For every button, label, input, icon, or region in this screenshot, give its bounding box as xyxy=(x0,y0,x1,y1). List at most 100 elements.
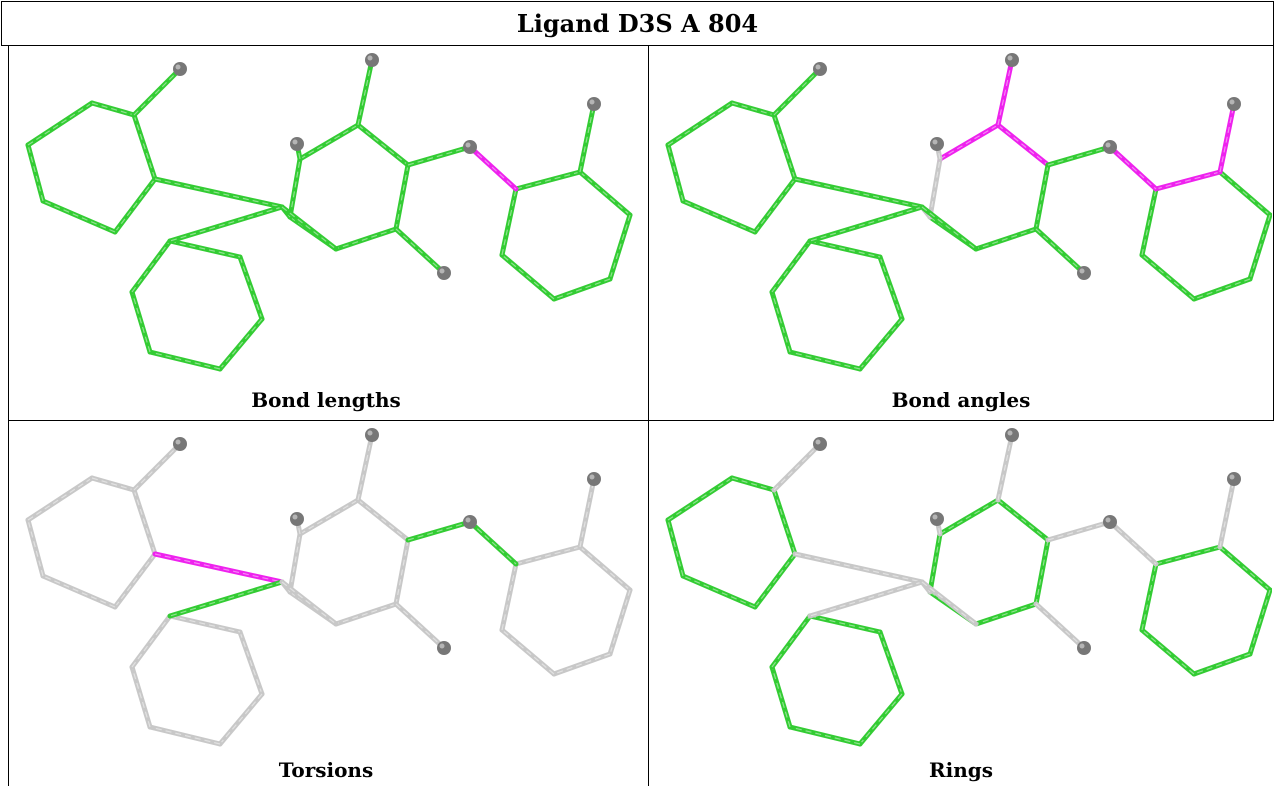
bond-highlight-B3-B4 xyxy=(149,726,221,745)
bond-C6-C1 xyxy=(937,122,1001,162)
atom-shine-Ch xyxy=(1007,55,1013,61)
bond-B3-B4 xyxy=(147,724,223,747)
bond-highlight-B4-B5 xyxy=(131,666,151,728)
atom-shine-Cl xyxy=(932,514,938,520)
bond-highlight-D6-D1 xyxy=(501,563,517,631)
atom-shine-Ch xyxy=(367,430,373,436)
bond-A6-A1 xyxy=(89,475,137,493)
bond-highlight-A1-A2 xyxy=(773,489,796,555)
atom-Cl xyxy=(930,137,944,151)
bond-highlight-C1-C2 xyxy=(357,124,409,166)
atom-O xyxy=(463,140,477,154)
atom-Cl xyxy=(930,512,944,526)
bond-D1-D2 xyxy=(1153,169,1223,192)
bond-A1-Bh xyxy=(131,441,183,493)
bond-highlight-D6-D1 xyxy=(1141,563,1157,631)
bond-C2-C3 xyxy=(1033,537,1051,607)
bond-D3-D4 xyxy=(1247,212,1272,282)
bond-D2-Dh xyxy=(577,476,597,550)
bond-highlight-Q-C4 xyxy=(281,581,337,625)
bond-D2-D3 xyxy=(1217,544,1272,593)
bond-A3-A4 xyxy=(40,573,118,610)
atom-shine-Cl xyxy=(932,139,938,145)
bond-B3-B4 xyxy=(787,349,863,372)
bond-A4-A5 xyxy=(25,142,46,204)
atom-Cm xyxy=(437,266,451,280)
bond-highlight-C1-C2 xyxy=(997,499,1049,541)
atom-shine-Dh xyxy=(1229,474,1235,480)
bond-C3-Cm xyxy=(393,601,447,651)
center-divider xyxy=(648,45,649,786)
bond-highlight-A1-A2 xyxy=(773,114,796,180)
atom-shine-Bh xyxy=(815,439,821,445)
bond-highlight-C6-C1 xyxy=(939,124,999,160)
panel-rings xyxy=(650,422,1272,784)
atom-shine-Bh xyxy=(175,439,181,445)
bond-highlight-C2-O xyxy=(407,146,471,166)
bond-highlight-A6-A1 xyxy=(731,477,775,491)
bond-highlight-D3-D4 xyxy=(1249,589,1271,655)
bond-highlight-D1-D2 xyxy=(1155,546,1221,565)
bond-highlight-D1-D2 xyxy=(515,546,581,565)
bond-highlight-A2-A3 xyxy=(754,553,796,608)
bond-O-D1 xyxy=(1107,519,1159,567)
bond-D4-D5 xyxy=(551,651,613,677)
bond-A2-Q xyxy=(152,176,285,210)
bond-highlight-C3-Cm xyxy=(395,603,445,649)
bond-highlight-D6-D1 xyxy=(501,188,517,256)
bond-highlight-O-D1 xyxy=(469,521,517,565)
atom-Dh xyxy=(1227,97,1241,111)
bond-D6-D1 xyxy=(1139,186,1159,258)
bond-highlight-B5-B6 xyxy=(131,615,171,668)
bond-highlight-C3-Cm xyxy=(1035,603,1085,649)
bond-highlight-C3-Cm xyxy=(1035,228,1085,274)
bond-D5-D6 xyxy=(1139,627,1197,677)
bond-highlight-B6-B1 xyxy=(809,240,881,258)
bond-A5-A6 xyxy=(665,475,735,523)
bond-B6-B1 xyxy=(807,238,883,260)
bond-B3-B4 xyxy=(147,349,223,372)
bond-B5-B6 xyxy=(129,613,173,670)
bond-B2-B3 xyxy=(217,691,265,747)
bond-C2-O xyxy=(405,144,473,168)
bond-highlight-D2-D3 xyxy=(1219,546,1271,591)
atom-Ch xyxy=(365,53,379,67)
bond-highlight-B5-B6 xyxy=(771,615,811,668)
bond-highlight-D2-D3 xyxy=(579,171,631,216)
atom-shine-Cm xyxy=(1079,268,1085,274)
bond-highlight-D3-D4 xyxy=(609,589,631,655)
bond-O-D1 xyxy=(467,519,519,567)
bond-D3-D4 xyxy=(1247,587,1272,657)
bond-C5-C6 xyxy=(927,531,943,595)
bond-highlight-C6-C1 xyxy=(939,499,999,535)
bond-C3-C4 xyxy=(973,226,1039,252)
bond-Q-B6 xyxy=(807,579,925,619)
bond-highlight-C3-C4 xyxy=(975,603,1037,625)
bond-highlight-O-D1 xyxy=(1109,146,1157,190)
bond-D6-D1 xyxy=(499,186,519,258)
bond-D2-Dh xyxy=(577,101,597,175)
bond-D3-D4 xyxy=(607,587,633,657)
molecule-rings xyxy=(665,428,1272,747)
atom-shine-O xyxy=(465,142,471,148)
ligand-title: Ligand D3S A 804 xyxy=(516,9,759,38)
atom-shine-O xyxy=(1105,142,1111,148)
bond-A1-Bh xyxy=(771,441,823,493)
bond-highlight-C1-Ch xyxy=(357,434,373,501)
bond-highlight-D3-D4 xyxy=(609,214,631,280)
bond-C1-C2 xyxy=(995,497,1051,543)
bond-D1-D2 xyxy=(513,169,583,192)
bond-highlight-B3-B4 xyxy=(149,351,221,370)
bond-C2-O xyxy=(405,519,473,543)
bond-highlight-C2-O xyxy=(1047,146,1111,166)
panel-bond-lengths xyxy=(10,47,646,419)
bond-A3-A4 xyxy=(680,198,758,235)
bond-B2-B3 xyxy=(857,316,905,372)
bond-highlight-D6-D1 xyxy=(1141,188,1157,256)
bond-C2-O xyxy=(1045,519,1113,543)
bond-D5-D6 xyxy=(1139,252,1197,302)
bond-A2-A3 xyxy=(112,176,158,235)
bond-A2-Q xyxy=(792,176,925,210)
bond-highlight-B5-B6 xyxy=(771,240,811,293)
bond-highlight-O-D1 xyxy=(1109,521,1157,565)
